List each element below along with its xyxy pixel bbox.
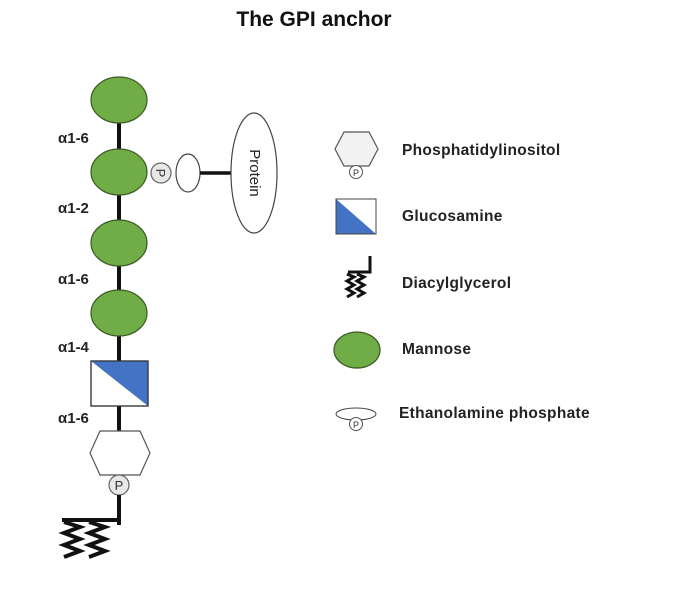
svg-text:P: P xyxy=(353,168,359,178)
svg-text:P: P xyxy=(353,420,359,430)
phosphate-circle-ethanolamine xyxy=(150,162,172,184)
diacylglycerol-icon xyxy=(343,256,372,299)
diagram-title: The GPI anchor xyxy=(236,8,392,31)
legend-label-ethanolamine-phosphate: Ethanolamine phosphate xyxy=(399,405,590,422)
protein-label: Protein xyxy=(246,149,263,197)
ethanolamine-ellipse xyxy=(175,153,201,193)
protein-ellipse xyxy=(230,112,278,234)
linkage-label-5: α1-6 xyxy=(58,410,89,427)
mannose-1 xyxy=(90,76,148,124)
linkage-label-2: α1-2 xyxy=(58,200,89,217)
legend-label-diacylglycerol: Diacylglycerol xyxy=(402,275,512,292)
legend-label-phosphatidylinositol: Phosphatidylinositol xyxy=(402,142,561,159)
ethanolamine-phosphate-icon: P xyxy=(335,407,377,431)
phosphate-label-ethanolamine: P xyxy=(153,169,168,178)
linkage-label-4: α1-4 xyxy=(58,339,89,356)
glucosamine-icon xyxy=(335,198,377,235)
glucosamine-square xyxy=(90,360,149,407)
diacylglycerol-tails xyxy=(58,495,121,559)
mannose-3 xyxy=(90,219,148,267)
phosphatidylinositol-icon: P xyxy=(334,131,379,179)
linkage-label-1: α1-6 xyxy=(58,130,89,147)
legend-label-glucosamine: Glucosamine xyxy=(402,208,503,225)
phosphate-label-inositol: P xyxy=(115,478,124,493)
mannose-4 xyxy=(90,289,148,337)
phosphatidylinositol-hexagon xyxy=(89,430,151,476)
mannose-2 xyxy=(90,148,148,196)
mannose-icon xyxy=(333,331,381,369)
linkage-label-3: α1-6 xyxy=(58,271,89,288)
legend-label-mannose: Mannose xyxy=(402,341,472,358)
